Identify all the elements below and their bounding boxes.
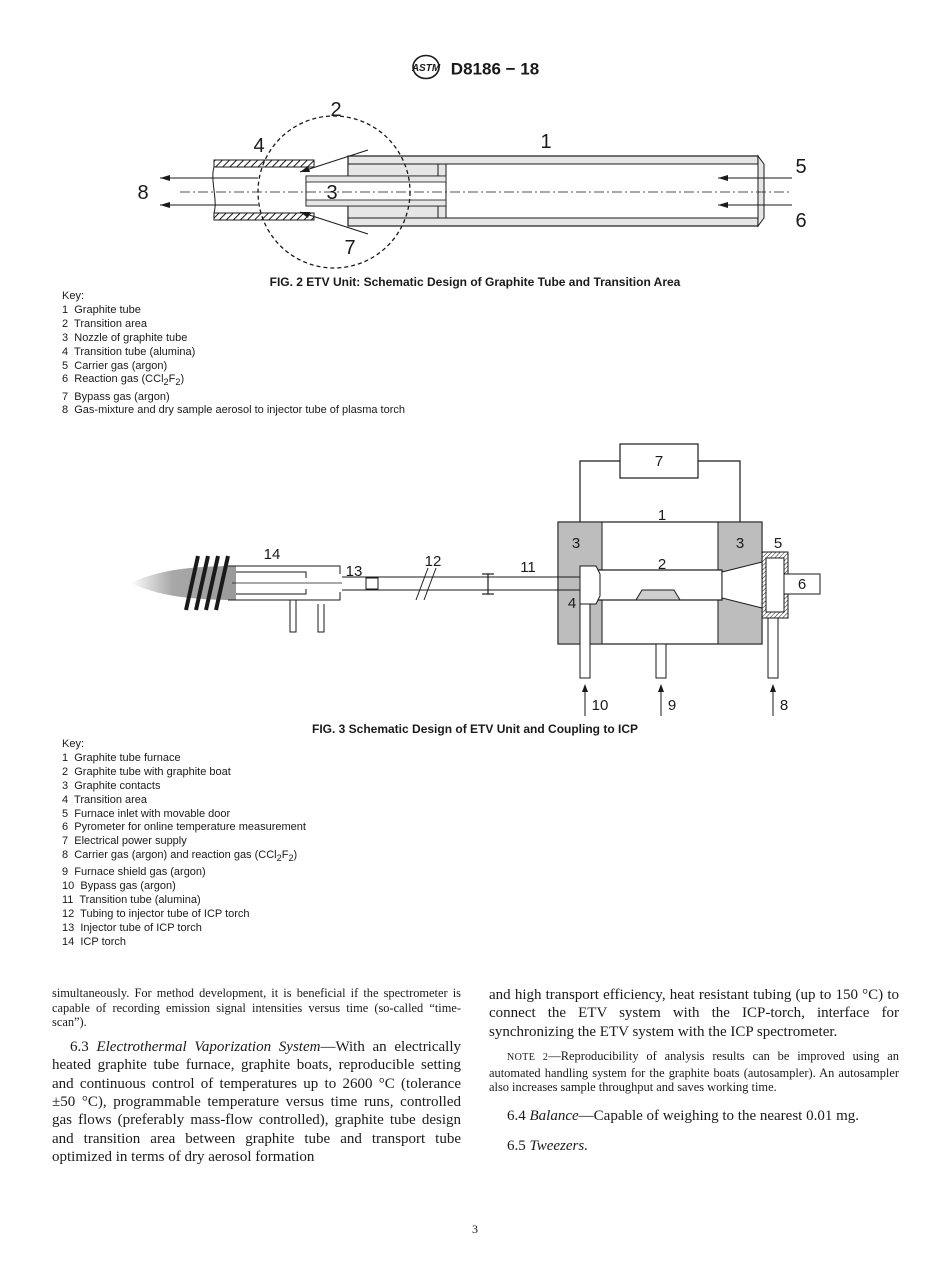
callout-8: 8: [780, 697, 788, 714]
callout-2: 2: [330, 99, 341, 121]
figure-3-key: Key: 1 Graphite tube furnace 2 Graphite …: [62, 738, 306, 950]
callout-6: 6: [795, 210, 806, 232]
callout-4: 4: [568, 595, 576, 612]
key-item: 14 ICP torch: [62, 935, 127, 948]
callout-7: 7: [344, 237, 355, 259]
left-column: simultaneously. For method development, …: [52, 986, 461, 1167]
key-item: 3 Nozzle of graphite tube: [62, 331, 188, 344]
section-6-3: 6.3 Electrothermal Vaporization System—W…: [52, 1038, 462, 1166]
section-6-3-continued: and high transport efficiency, heat resi…: [489, 987, 899, 1040]
callout-3: 3: [326, 182, 337, 204]
section-6-5: 6.5 Tweezers.: [507, 1138, 588, 1155]
astm-logo-icon: ASTM: [411, 54, 441, 85]
figure-3-caption: FIG. 3 Schematic Design of ETV Unit and …: [311, 722, 639, 736]
callout-10: 10: [592, 697, 609, 714]
key-item: 2 Graphite tube with graphite boat: [62, 765, 231, 778]
key-item: 7 Electrical power supply: [62, 835, 187, 848]
figure-2-caption: FIG. 2 ETV Unit: Schematic Design of Gra…: [269, 275, 681, 289]
figure-2-diagram: 1 2 3 4 5 6 7 8: [120, 96, 820, 274]
right-column: and high transport efficiency, heat resi…: [489, 986, 899, 1156]
page-number: 3: [472, 1222, 478, 1236]
note-2: NOTE 2—Reproducibility of analysis resul…: [489, 1049, 899, 1095]
key-item: 1 Graphite tube: [62, 303, 141, 316]
callout-11: 11: [520, 559, 536, 576]
key-item: 8 Carrier gas (argon) and reaction gas (…: [62, 849, 298, 864]
key-item: 7 Bypass gas (argon): [62, 390, 170, 403]
figure-3-diagram: 1 2 3 3 4 5 6 7 8 9 10 11 12 13 14: [120, 440, 830, 720]
callout-5: 5: [774, 535, 782, 552]
key-item: 9 Furnace shield gas (argon): [62, 866, 206, 879]
key-item: 11 Transition tube (alumina): [62, 894, 201, 907]
callout-1: 1: [540, 131, 551, 153]
callout-1: 1: [658, 507, 666, 524]
callout-2: 2: [658, 556, 666, 573]
key-item: 4 Transition tube (alumina): [62, 345, 196, 358]
key-item: 1 Graphite tube furnace: [62, 751, 181, 764]
section-6-4: 6.4 Balance—Capable of weighing to the n…: [507, 1108, 860, 1124]
key-item: 5 Carrier gas (argon): [62, 359, 168, 372]
key-item: 4 Transition area: [62, 793, 148, 806]
key-item: 12 Tubing to injector tube of ICP torch: [62, 908, 250, 921]
key-item: 6 Reaction gas (CCl2F2): [62, 373, 185, 388]
svg-text:ASTM: ASTM: [411, 63, 441, 74]
paragraph-continuation: simultaneously. For method development, …: [52, 986, 461, 1030]
key-title: Key:: [62, 738, 85, 750]
section-6-3-title: Electrothermal Vaporization System: [96, 1038, 321, 1055]
key-item: 2 Transition area: [62, 317, 148, 330]
callout-3-right: 3: [736, 535, 744, 552]
key-item: 8 Gas-mixture and dry sample aerosol to …: [62, 404, 406, 417]
key-item: 10 Bypass gas (argon): [62, 880, 176, 893]
callout-13: 13: [346, 563, 363, 580]
key-item: 5 Furnace inlet with movable door: [62, 807, 231, 820]
page-header: ASTM D8186 − 18: [0, 54, 950, 85]
callout-6: 6: [798, 576, 806, 593]
callout-3-left: 3: [572, 535, 580, 552]
figure-2-key: Key: 1 Graphite tube 2 Transition area 3…: [62, 290, 405, 418]
callout-12: 12: [425, 553, 442, 570]
key-item: 3 Graphite contacts: [62, 779, 161, 792]
key-item: 13 Injector tube of ICP torch: [62, 921, 202, 934]
callout-9: 9: [668, 697, 676, 714]
key-item: 6 Pyrometer for online temperature measu…: [62, 821, 306, 834]
callout-8: 8: [137, 182, 148, 204]
callout-4: 4: [253, 135, 264, 157]
document-designation: D8186 − 18: [450, 59, 540, 79]
callout-5: 5: [795, 156, 806, 178]
callout-14: 14: [264, 546, 281, 563]
callout-7: 7: [655, 453, 663, 470]
key-title: Key:: [62, 290, 85, 302]
